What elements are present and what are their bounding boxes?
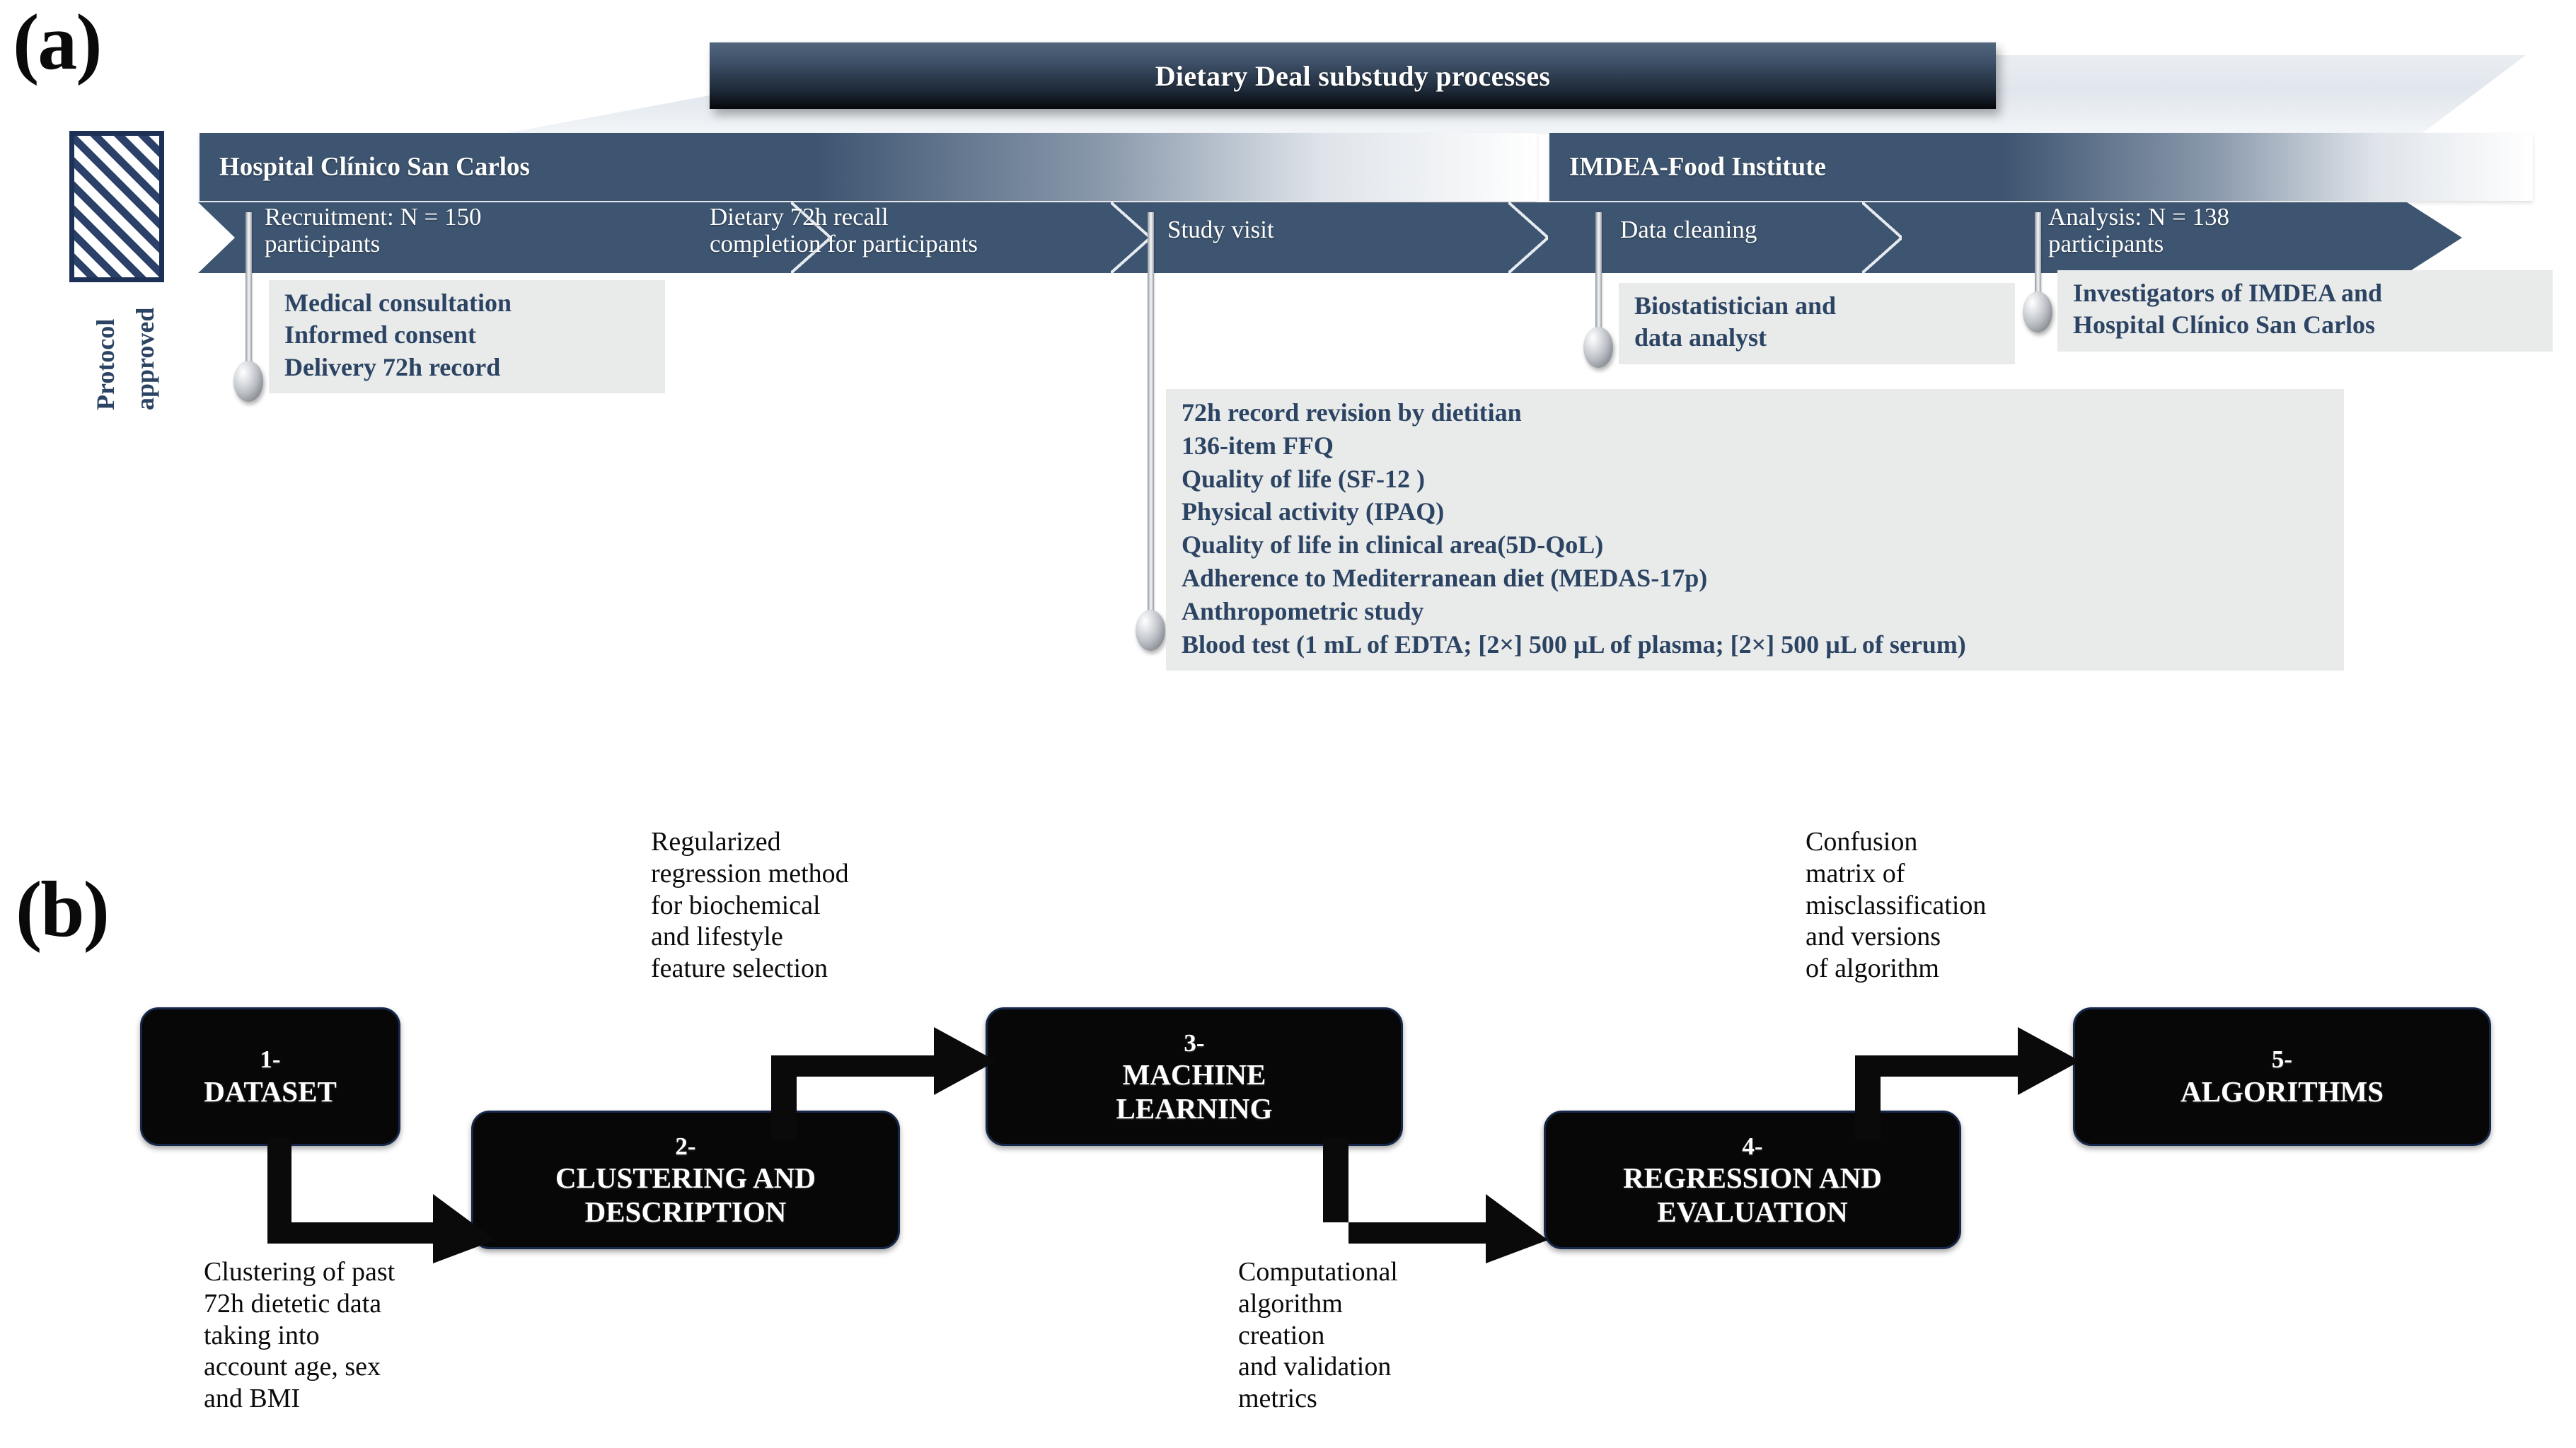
stage-label-dietary-recall: Dietary 72h recall completion for partic…	[710, 203, 978, 257]
workflow-box-title: MACHINE LEARNING	[1116, 1058, 1273, 1125]
callout-line: Quality of life in clinical area(5D-QoL)	[1182, 531, 1604, 560]
callout-line: Adherence to Mediterranean diet (MEDAS-1…	[1182, 563, 1708, 592]
study-visit-callout: 72h record revision by dietitian 136-ite…	[1166, 389, 2344, 671]
workflow-box-title: CLUSTERING AND DESCRIPTION	[555, 1162, 816, 1228]
callout-line: Delivery 72h record	[284, 352, 501, 381]
callout-line: 136-item FFQ	[1182, 431, 1334, 460]
org-name-hospital: Hospital Clínico San Carlos	[219, 152, 530, 182]
workflow-box-title: ALGORITHMS	[2180, 1075, 2384, 1108]
arrow-machine-learning-to-regression	[1323, 1137, 1556, 1265]
workflow-box-number: 3-	[1184, 1029, 1205, 1057]
chevron-divider-2	[1111, 202, 1167, 273]
pin-knob-study-visit	[1136, 610, 1165, 651]
workflow-box-number: 1-	[260, 1046, 281, 1074]
chevron-divider-3	[1508, 202, 1565, 273]
org-band-imdea: IMDEA-Food Institute	[1549, 133, 2533, 201]
analysis-callout: Investigators of IMDEA and Hospital Clín…	[2057, 270, 2553, 352]
stage-label-analysis: Analysis: N = 138 participants	[2048, 203, 2229, 257]
pin-knob-recruitment	[233, 361, 263, 402]
workflow-box-clustering[interactable]: 2- CLUSTERING AND DESCRIPTION	[471, 1111, 900, 1249]
banner-title: Dietary Deal substudy processes	[1155, 59, 1551, 92]
stage-label-recruitment: Recruitment: N = 150 participants	[265, 203, 482, 257]
stage-label-data-cleaning: Data cleaning	[1620, 216, 1757, 243]
org-name-imdea: IMDEA-Food Institute	[1569, 152, 1826, 182]
workflow-box-algorithms[interactable]: 5- ALGORITHMS	[2073, 1007, 2491, 1146]
workflow-box-number: 2-	[675, 1132, 696, 1160]
pin-rod-recruitment	[246, 212, 252, 378]
callout-line: Biostatistician and	[1634, 291, 1837, 320]
callout-line: Blood test (1 mL of EDTA; [2×] 500 µL of…	[1182, 630, 1966, 659]
workflow-box-number: 5-	[2271, 1046, 2293, 1074]
pin-knob-analysis	[2023, 291, 2052, 332]
pin-knob-data-cleaning	[1583, 327, 1613, 368]
annotation-regression-to-algorithms: Confusion matrix of misclassification an…	[1806, 827, 1987, 984]
workflow-box-number: 4-	[1742, 1132, 1763, 1160]
protocol-approved-label-2: approved	[131, 307, 159, 410]
workflow-box-machine-learning[interactable]: 3- MACHINE LEARNING	[986, 1007, 1403, 1146]
org-band-hospital: Hospital Clínico San Carlos	[200, 133, 1537, 201]
panel-b-label: (b)	[16, 866, 110, 954]
protocol-approved-label: Protocol	[91, 318, 120, 410]
workflow-box-title: DATASET	[204, 1075, 337, 1108]
annotation-dataset-to-clustering: Clustering of past 72h dietetic data tak…	[204, 1257, 395, 1414]
callout-line: Medical consultation	[284, 289, 512, 317]
callout-line: data analyst	[1634, 323, 1767, 352]
recruitment-callout: Medical consultation Informed consent De…	[269, 280, 665, 394]
callout-line: Hospital Clínico San Carlos	[2073, 311, 2376, 340]
data-cleaning-callout: Biostatistician and data analyst	[1619, 283, 2015, 364]
pin-rod-study-visit	[1148, 212, 1154, 637]
protocol-approved-hatch-icon	[69, 131, 164, 282]
callout-line: Investigators of IMDEA and	[2073, 279, 2383, 307]
annotation-machine-learning-to-regression: Computational algorithm creation and val…	[1238, 1257, 1398, 1414]
annotation-clustering-to-machine-learning: Regularized regression method for bioche…	[651, 827, 849, 984]
callout-line: Quality of life (SF-12 )	[1182, 464, 1425, 493]
workflow-box-title: REGRESSION AND EVALUATION	[1623, 1162, 1882, 1228]
callout-line: Physical activity (IPAQ)	[1182, 497, 1445, 526]
workflow-box-regression[interactable]: 4- REGRESSION AND EVALUATION	[1544, 1111, 1961, 1249]
callout-line: 72h record revision by dietitian	[1182, 398, 1522, 427]
arrow-dataset-to-clustering	[267, 1137, 495, 1265]
panel-a-label: (a)	[13, 0, 103, 86]
pin-rod-analysis	[2035, 212, 2041, 311]
workflow-box-dataset[interactable]: 1- DATASET	[140, 1007, 400, 1146]
callout-line: Anthropometric study	[1182, 596, 1424, 625]
arrow-clustering-to-machine-learning	[771, 1027, 1005, 1147]
stage-label-study-visit: Study visit	[1167, 216, 1274, 243]
callout-line: Informed consent	[284, 320, 476, 349]
banner-dietary-deal: Dietary Deal substudy processes	[710, 42, 1996, 109]
arrow-regression-to-algorithms	[1855, 1027, 2089, 1147]
pin-rod-data-cleaning	[1595, 212, 1602, 347]
